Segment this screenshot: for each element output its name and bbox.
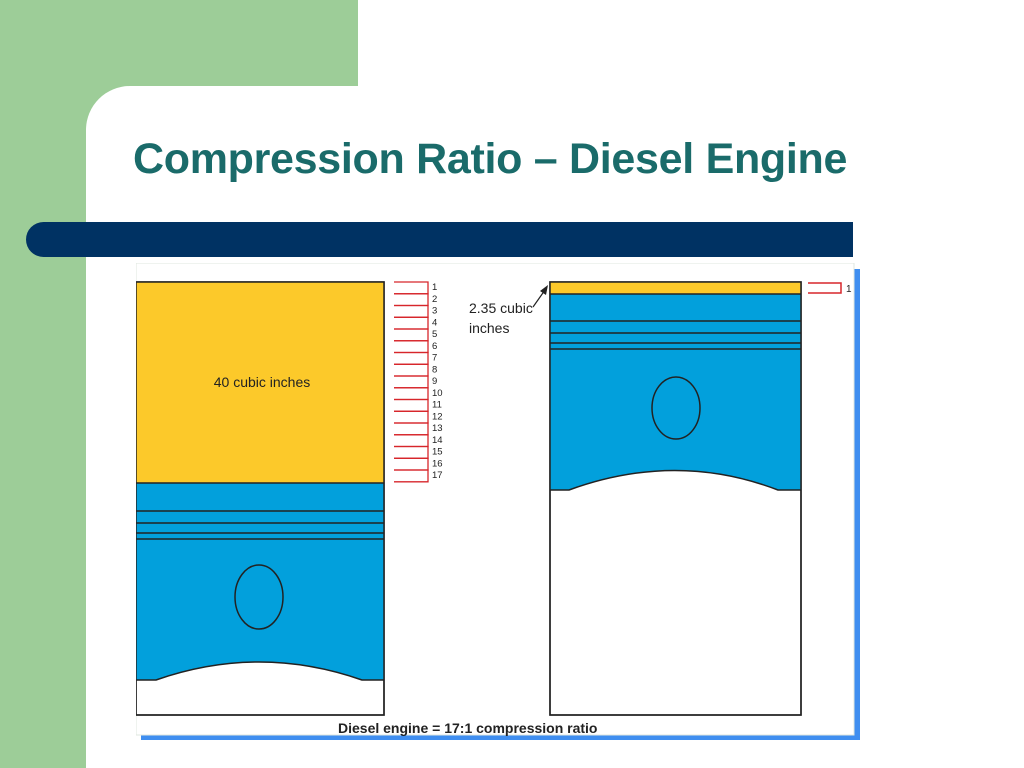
- arrow-head-icon: [540, 285, 548, 295]
- scale-label: 10: [432, 388, 443, 399]
- scale-label: 2: [432, 294, 437, 305]
- scale-label: 5: [432, 329, 437, 340]
- right-cylinder: [549, 281, 802, 716]
- right-cylinder-outline: [549, 281, 802, 716]
- scale-label: 6: [432, 341, 437, 352]
- scale-label: 4: [432, 317, 437, 328]
- right-piston-crown-edge: [550, 469, 801, 491]
- scale-label: 15: [432, 447, 443, 458]
- scale-label: 12: [432, 411, 443, 422]
- scale-label: 8: [432, 364, 437, 375]
- scale-marker: [394, 469, 429, 483]
- scale-label: 1: [432, 282, 437, 293]
- scale-label: 13: [432, 423, 443, 434]
- right-combustion-chamber: [550, 282, 801, 294]
- scale-label: 3: [432, 306, 437, 317]
- figure-caption: Diesel engine = 17:1 compression ratio: [338, 720, 598, 736]
- figure-canvas: 40 cubic inches 123456789101112131415161…: [136, 263, 860, 740]
- left-volume-label: 40 cubic inches: [214, 374, 311, 390]
- scale-label: 14: [432, 435, 443, 446]
- title-underline-bar: [26, 222, 853, 257]
- right-scale-marker: [808, 282, 842, 294]
- scale-label: 11: [432, 400, 442, 411]
- left-wrist-pin: [234, 564, 284, 630]
- right-volume-label-line2: inches: [469, 320, 509, 336]
- scale-label: 7: [432, 353, 437, 364]
- left-cylinder-outline: [136, 281, 385, 716]
- left-piston-crown-edge: [136, 661, 384, 681]
- right-wrist-pin: [651, 376, 701, 440]
- right-volume-label-line1: 2.35 cubic: [469, 300, 533, 316]
- scale-label: 9: [432, 376, 437, 387]
- scale-label: 16: [432, 458, 443, 469]
- right-scale-label: 1: [846, 284, 852, 295]
- slide-title: Compression Ratio – Diesel Engine: [133, 135, 848, 183]
- left-cylinder: 40 cubic inches: [136, 281, 385, 716]
- scale-label: 17: [432, 470, 443, 481]
- left-combustion-chamber: [136, 282, 384, 483]
